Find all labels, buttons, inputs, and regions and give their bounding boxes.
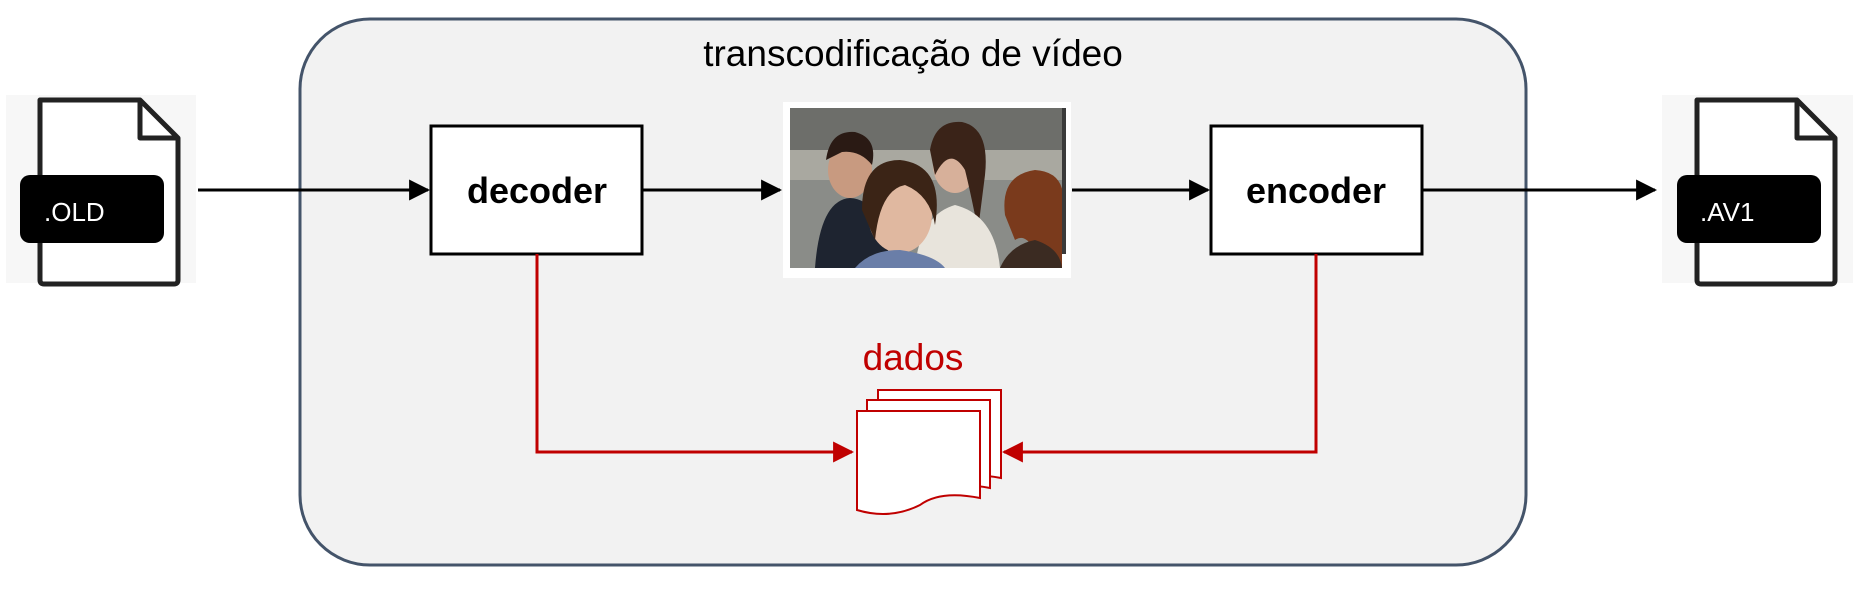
input-file-icon: .OLD [6,95,196,287]
container-title: transcodificação de vídeo [703,33,1123,74]
input-file-label: .OLD [44,197,105,227]
data-documents-icon [856,389,1002,515]
decoder-to-data-flow [535,254,855,463]
decoder-label: decoder [467,170,607,211]
video-frames-image [783,102,1071,278]
encoder-label: encoder [1246,170,1386,211]
encoder-to-data-flow [1001,254,1318,463]
output-file-icon: .AV1 [1662,95,1853,287]
decoder-box [429,124,644,256]
output-file-badge [1677,175,1821,243]
encoder-box [1209,124,1424,256]
data-label: dados [863,337,964,378]
input-file-badge [20,175,164,243]
output-file-label: .AV1 [1700,197,1754,227]
